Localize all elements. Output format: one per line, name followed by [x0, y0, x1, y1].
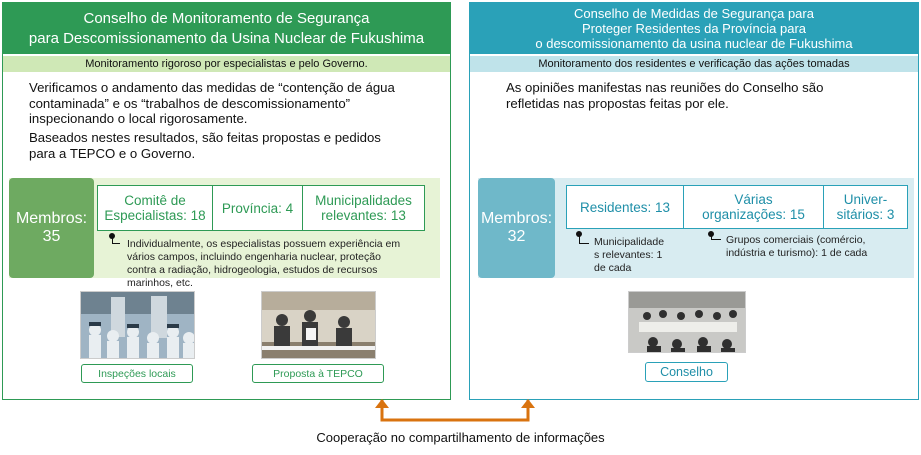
text-line: refletidas nas propostas feitas por ele. [506, 95, 729, 111]
title-line: Conselho de Monitoramento de Segurança [83, 9, 370, 27]
note-line: Grupos comerciais (comércio, [726, 234, 866, 246]
cooperation-label: Cooperação no compartilhamento de inform… [316, 430, 605, 445]
text-line: As opiniões manifestas nas reuniões do C… [506, 80, 824, 95]
members-label: Membros: [480, 210, 553, 227]
text-line: Baseados nestes resultados, são feitas p… [29, 130, 381, 145]
members-label: Membros: [15, 210, 88, 227]
category-text: relevantes: 13 [321, 208, 406, 223]
text-line: contaminada” e os “trabalhos de descomis… [29, 95, 351, 111]
panel-subtitle: Monitoramento dos residentes e verificaç… [470, 56, 918, 72]
category-text: organizações: 15 [702, 207, 805, 222]
tepco-proposal-photo [261, 291, 376, 359]
note-line: de cada [594, 262, 632, 274]
text-line: para a TEPCO e o Governo. [29, 145, 196, 161]
members-count-box: Membros: 32 [478, 178, 555, 278]
business-groups-note: Grupos comerciais (comércio, indústria e… [726, 234, 867, 260]
members-count: 35 [42, 228, 61, 245]
connector-line [579, 234, 589, 244]
title-line: Proteger Residentes da Província para [581, 21, 806, 36]
municipalities-note: Municipalidade s relevantes: 1 de cada [594, 236, 664, 275]
caption-tepco-proposal: Proposta à TEPCO [252, 364, 384, 383]
title-line: Conselho de Medidas de Segurança para [574, 6, 814, 21]
category-text: Univer- [843, 192, 888, 207]
connector-line [711, 234, 721, 240]
category-text: Municipalidades [315, 193, 412, 208]
category-text: sitários: 3 [836, 207, 895, 222]
caption-council: Conselho [645, 362, 728, 382]
panel-title: Conselho de Medidas de Segurança para Pr… [470, 3, 918, 54]
category-experts: Comitê de Especialistas: 18 [98, 186, 213, 230]
panel-subtitle: Monitoramento rigoroso por especialistas… [3, 56, 450, 72]
cooperation-arrow [375, 399, 535, 422]
category-text: Comitê de [124, 193, 186, 208]
description: As opiniões manifestas nas reuniões do C… [506, 80, 823, 111]
member-categories: Comitê de Especialistas: 18 Província: 4… [97, 185, 425, 231]
description-1: Verificamos o andamento das medidas de “… [29, 80, 395, 127]
category-text: Especialistas: 18 [104, 208, 206, 223]
members-count-box: Membros: 35 [9, 178, 94, 278]
panel-title: Conselho de Monitoramento de Segurança p… [3, 3, 450, 54]
category-province: Província: 4 [213, 186, 303, 230]
site-inspection-photo [80, 291, 195, 359]
category-text: Residentes: 13 [579, 199, 671, 215]
note-line: Individualmente, os especialistas possue… [127, 238, 401, 250]
category-academics: Univer- sitários: 3 [824, 186, 907, 228]
safety-monitoring-council-panel: Conselho de Monitoramento de Segurança p… [2, 2, 451, 400]
title-line: o descomissionamento da usina nuclear de… [535, 36, 853, 51]
experts-note: Individualmente, os especialistas possue… [127, 238, 400, 290]
text-line: Verificamos o andamento das medidas de “… [29, 80, 395, 95]
connector-line [112, 236, 120, 244]
caption-site-inspections: Inspeções locais [81, 364, 193, 383]
note-line: contra a radiação, hidrogeologia, estudo… [127, 264, 378, 276]
note-line: Municipalidade [594, 236, 665, 248]
members-count: 32 [507, 228, 526, 245]
council-meeting-photo [628, 291, 746, 353]
text-line: inspecionando o local rigorosamente. [29, 111, 248, 126]
title-line: para Descomissionamento da Usina Nuclear… [28, 29, 425, 47]
member-categories: Residentes: 13 Várias organizações: 15 U… [566, 185, 908, 229]
category-text: Várias [734, 192, 773, 207]
note-line: vários campos, incluindo engenharia nucl… [127, 251, 381, 263]
category-text: Província: 4 [221, 200, 294, 216]
note-line: indústria e turismo): 1 de cada [726, 247, 868, 259]
category-organizations: Várias organizações: 15 [684, 186, 824, 228]
category-residents: Residentes: 13 [567, 186, 684, 228]
residents-safety-council-panel: Conselho de Medidas de Segurança para Pr… [469, 2, 919, 400]
description-2: Baseados nestes resultados, são feitas p… [29, 130, 381, 161]
category-municipalities: Municipalidades relevantes: 13 [303, 186, 424, 230]
note-line: marinhos, etc. [127, 277, 193, 289]
note-line: s relevantes: 1 [594, 249, 663, 261]
